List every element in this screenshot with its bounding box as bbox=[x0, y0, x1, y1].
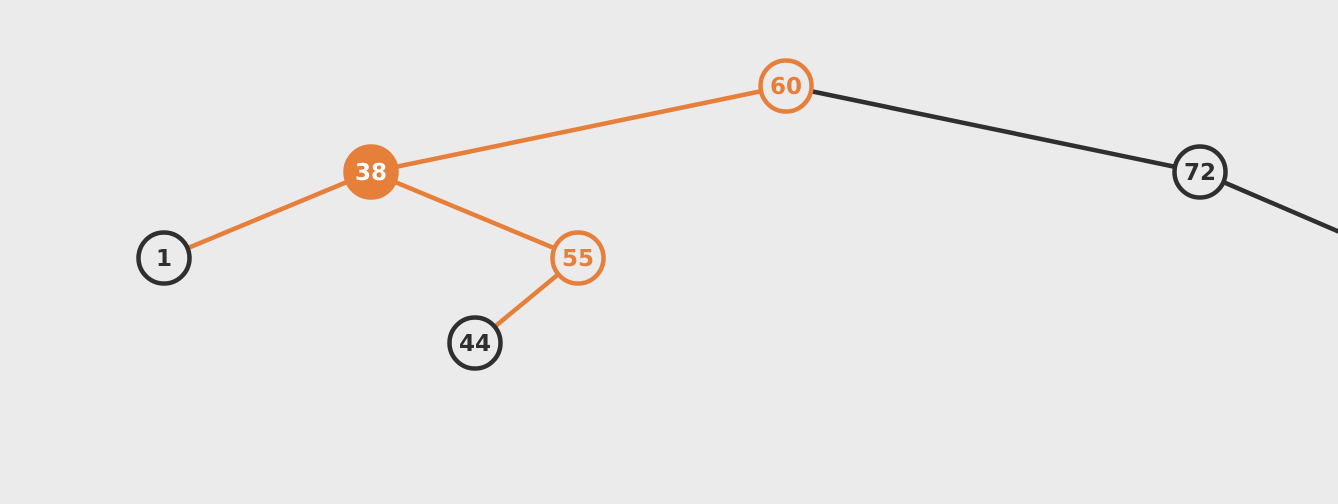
edge-60-38 bbox=[368, 83, 789, 175]
node-circle bbox=[447, 315, 503, 371]
tree-node-55[interactable]: 55 bbox=[550, 230, 606, 286]
edge-38-1 bbox=[161, 169, 374, 261]
node-circle bbox=[550, 230, 606, 286]
node-label: 38 bbox=[355, 160, 387, 186]
edge-60-72 bbox=[783, 83, 1203, 175]
node-label: 44 bbox=[459, 331, 491, 357]
edge-72-offscree-right bbox=[1197, 169, 1338, 234]
tree-node-44[interactable]: 44 bbox=[447, 315, 503, 371]
tree-nodes: 60 38 72 1 55 44 bbox=[136, 58, 1228, 371]
node-circle bbox=[758, 58, 814, 114]
node-label: 72 bbox=[1184, 160, 1216, 186]
node-label: 60 bbox=[770, 74, 802, 100]
edge-38-55 bbox=[368, 169, 581, 261]
node-circle bbox=[343, 144, 399, 200]
tree-node-1[interactable]: 1 bbox=[136, 230, 192, 286]
tree-node-72[interactable]: 72 bbox=[1172, 144, 1228, 200]
node-label: 1 bbox=[156, 246, 172, 272]
tree-edges bbox=[161, 83, 1338, 346]
tree-node-38[interactable]: 38 bbox=[343, 144, 399, 200]
node-circle bbox=[1172, 144, 1228, 200]
node-circle bbox=[136, 230, 192, 286]
tree-node-60[interactable]: 60 bbox=[758, 58, 814, 114]
node-label: 55 bbox=[562, 246, 594, 272]
